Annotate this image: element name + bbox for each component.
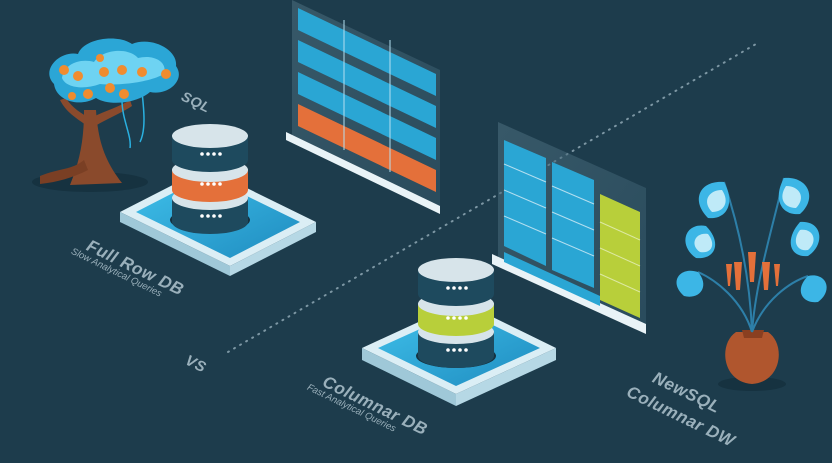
row-table-panel xyxy=(286,0,440,214)
columnar-table-panel xyxy=(492,122,646,334)
tree-illustration xyxy=(32,38,179,192)
database-icon xyxy=(170,124,250,234)
potted-plant-illustration xyxy=(676,177,827,391)
database-icon xyxy=(416,258,496,368)
